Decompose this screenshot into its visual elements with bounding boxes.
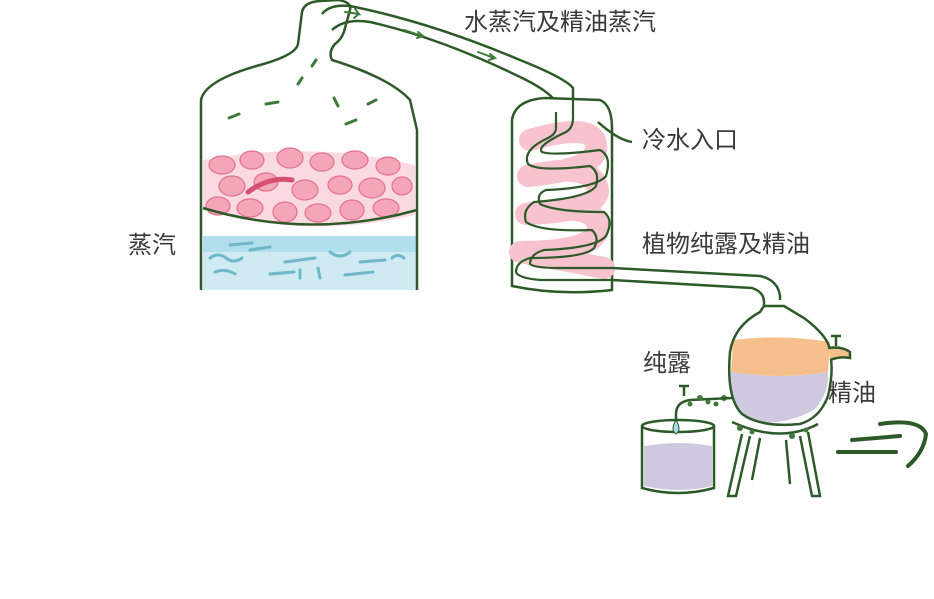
label-cold-water-inlet: 冷水入口 bbox=[642, 126, 738, 154]
rose-petals bbox=[203, 147, 415, 227]
condenser bbox=[509, 96, 633, 294]
label-steam: 蒸汽 bbox=[128, 231, 176, 259]
pot-outline bbox=[199, 0, 419, 290]
beaker-liquid bbox=[644, 443, 712, 490]
vapor-pipe bbox=[321, 4, 575, 112]
steam-wisp-icon bbox=[227, 58, 378, 126]
cold-water-inlet-pipe bbox=[597, 121, 633, 144]
hydrosol-outlet-pipe bbox=[674, 396, 733, 424]
oil-arrow bbox=[836, 420, 929, 468]
droplet-icon bbox=[672, 419, 680, 435]
petal-screen bbox=[202, 206, 418, 226]
hydrosol-beaker bbox=[640, 418, 716, 495]
still-pot bbox=[199, 0, 419, 290]
beaker-outline bbox=[640, 426, 716, 495]
pipe-texture bbox=[687, 395, 711, 407]
oil-spout bbox=[827, 346, 852, 362]
flow-arrows bbox=[344, 8, 498, 61]
label-hydrosol: 纯露 bbox=[643, 349, 691, 377]
separator-flask bbox=[674, 304, 852, 498]
outlet-pipe bbox=[611, 266, 782, 306]
hydrosol-layer bbox=[730, 372, 829, 423]
water-marks bbox=[208, 241, 406, 280]
flask-stand bbox=[726, 420, 822, 498]
label-essential-oil: 精油 bbox=[828, 379, 876, 407]
label-plant-hydrosol-oil: 植物纯露及精油 bbox=[642, 230, 810, 258]
condenser-coil bbox=[509, 100, 615, 282]
label-vapor: 水蒸汽及精油蒸汽 bbox=[464, 8, 656, 36]
essential-oil-layer bbox=[731, 337, 830, 376]
